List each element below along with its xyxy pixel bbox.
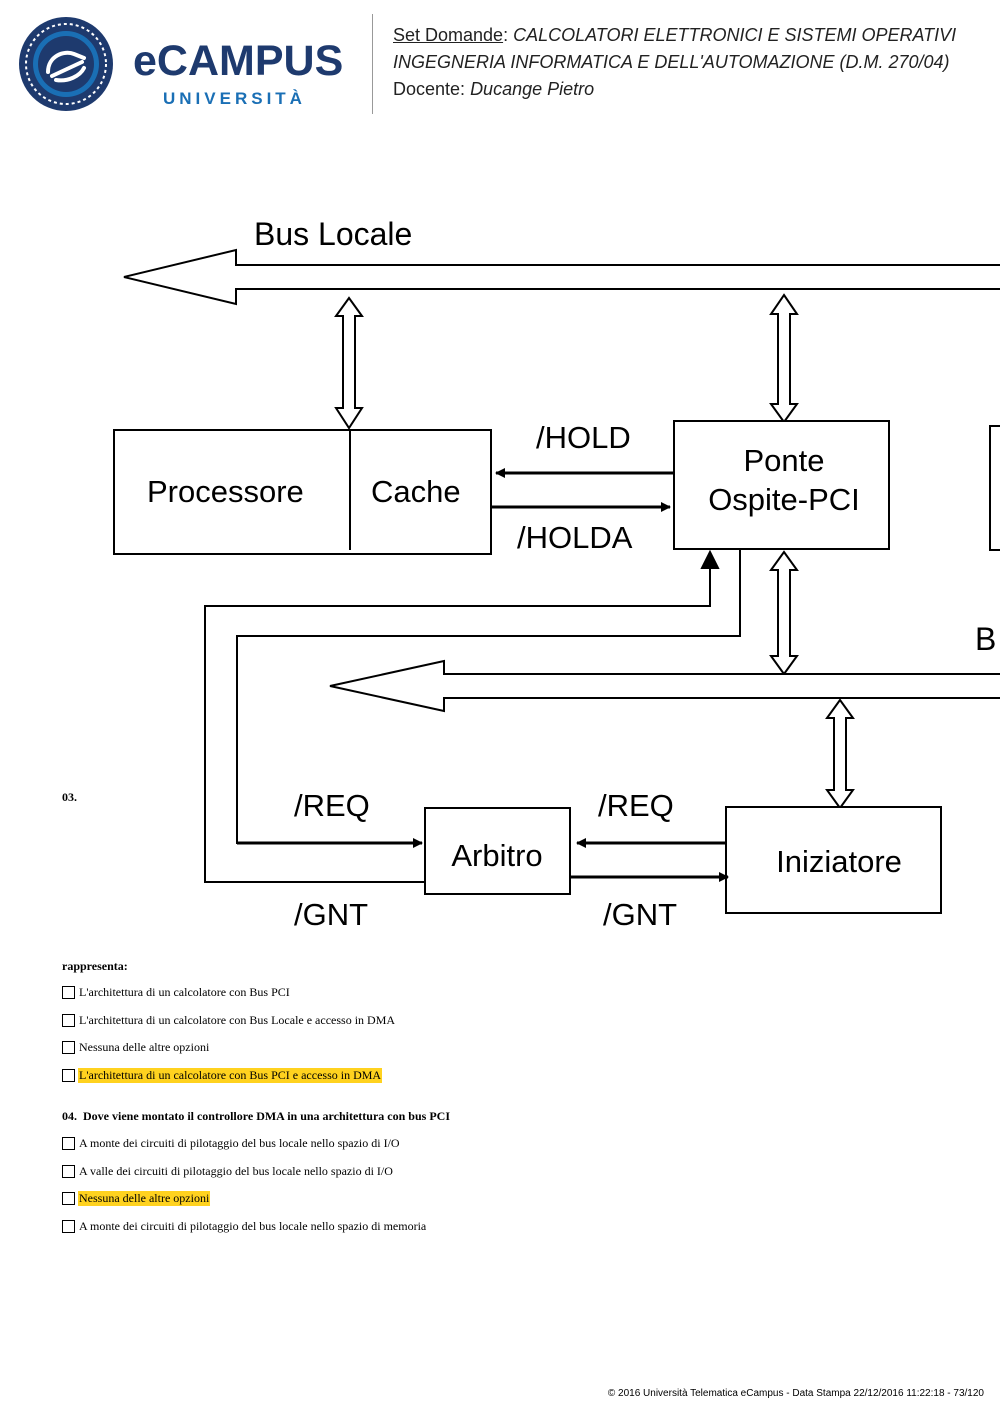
option-label: L'architettura di un calcolatore con Bus… (79, 984, 290, 999)
arbitro-label: Arbitro (451, 838, 542, 873)
question-number-03: 03. (62, 790, 77, 804)
ecampus-emblem-logo (19, 17, 113, 111)
proc-bus-double-arrow (334, 296, 364, 430)
q03-option-1[interactable]: L'architettura di un calcolatore con Bus… (62, 983, 291, 1001)
question-04-text: Dove viene montato il controllore DMA in… (83, 1109, 450, 1123)
bridge-bus-double-arrow (769, 293, 799, 424)
checkbox[interactable] (62, 1164, 75, 1178)
header-divider (372, 14, 373, 114)
q03-option-2[interactable]: L'architettura di un calcolatore con Bus… (62, 1011, 396, 1029)
question-03-stem: rappresenta: (62, 959, 128, 973)
q03-option-4[interactable]: L'architettura di un calcolatore con Bus… (62, 1066, 383, 1084)
host-pci-bridge-box (673, 420, 890, 550)
iniziatore-label: Iniziatore (776, 844, 902, 879)
question-04: 04. Dove viene montato il controllore DM… (62, 1109, 450, 1124)
pci-architecture-diagram: Bus Locale Processore Cache Ponte Ospite… (113, 216, 1000, 932)
q04-option-4[interactable]: A monte dei circuiti di pilotaggio del b… (62, 1217, 427, 1235)
holda-label: /HOLDA (517, 520, 633, 555)
option-label: Nessuna delle altre opzioni (79, 1039, 210, 1054)
gnt-right-label: /GNT (603, 897, 677, 932)
processor-cache-box (113, 429, 492, 555)
logo-subtitle: UNIVERSITÀ (163, 89, 306, 108)
bridge-pci-double-arrow (769, 550, 799, 676)
option-label-highlighted: Nessuna delle altre opzioni (78, 1190, 211, 1206)
bus-pci-partial-label: B (975, 621, 996, 657)
bus-locale-arrow (123, 248, 1000, 306)
cache-label: Cache (371, 474, 461, 509)
option-label: L'architettura di un calcolatore con Bus… (79, 1012, 396, 1027)
set-label: Set Domande (393, 25, 504, 45)
question-number-04: 04. (62, 1109, 77, 1123)
option-label-highlighted: L'architettura di un calcolatore con Bus… (78, 1067, 383, 1083)
gnt-left-label: /GNT (294, 897, 368, 932)
req-right-label: /REQ (598, 788, 674, 823)
checkbox[interactable] (62, 1040, 75, 1054)
checkbox[interactable] (62, 1068, 75, 1082)
option-label: A monte dei circuiti di pilotaggio del b… (79, 1135, 400, 1150)
teacher-label: Docente: (393, 79, 466, 99)
checkbox[interactable] (62, 1013, 75, 1027)
req-left-label: /REQ (294, 788, 370, 823)
q03-option-3[interactable]: Nessuna delle altre opzioni (62, 1038, 210, 1056)
option-label: A monte dei circuiti di pilotaggio del b… (79, 1218, 427, 1233)
course-name: CALCOLATORI ELETTRONICI E SISTEMI OPERAT… (513, 25, 957, 45)
degree-name: INGEGNERIA INFORMATICA E DELL'AUTOMAZION… (393, 52, 950, 72)
q04-option-2[interactable]: A valle dei circuiti di pilotaggio del b… (62, 1162, 394, 1180)
partial-box-right (989, 425, 1000, 551)
ponte-label-2: Ospite-PCI (708, 482, 860, 517)
bus-locale-label: Bus Locale (254, 216, 412, 252)
arbiter-box (424, 807, 571, 895)
initiator-box (725, 806, 942, 914)
option-label: A valle dei circuiti di pilotaggio del b… (79, 1163, 393, 1178)
bus-pci-arrow (329, 659, 1000, 713)
page-header: eCAMPUS UNIVERSITÀ Set Domande: CALCOLAT… (0, 0, 1000, 130)
page-footer: © 2016 Università Telematica eCampus - D… (607, 1388, 984, 1399)
initiator-pci-double-arrow (825, 698, 855, 810)
checkbox[interactable] (62, 1136, 75, 1150)
course-info: Set Domande: CALCOLATORI ELETTRONICI E S… (393, 25, 957, 99)
processore-label: Processore (147, 474, 304, 509)
q04-option-1[interactable]: A monte dei circuiti di pilotaggio del b… (62, 1134, 401, 1152)
q04-option-3[interactable]: Nessuna delle altre opzioni (62, 1189, 211, 1207)
checkbox[interactable] (62, 1219, 75, 1233)
ponte-label-1: Ponte (743, 443, 824, 478)
logo-wordmark: eCAMPUS (133, 37, 344, 85)
checkbox[interactable] (62, 1191, 75, 1205)
teacher-name: Ducange Pietro (470, 79, 595, 99)
hold-label: /HOLD (536, 420, 631, 455)
checkbox[interactable] (62, 985, 75, 999)
